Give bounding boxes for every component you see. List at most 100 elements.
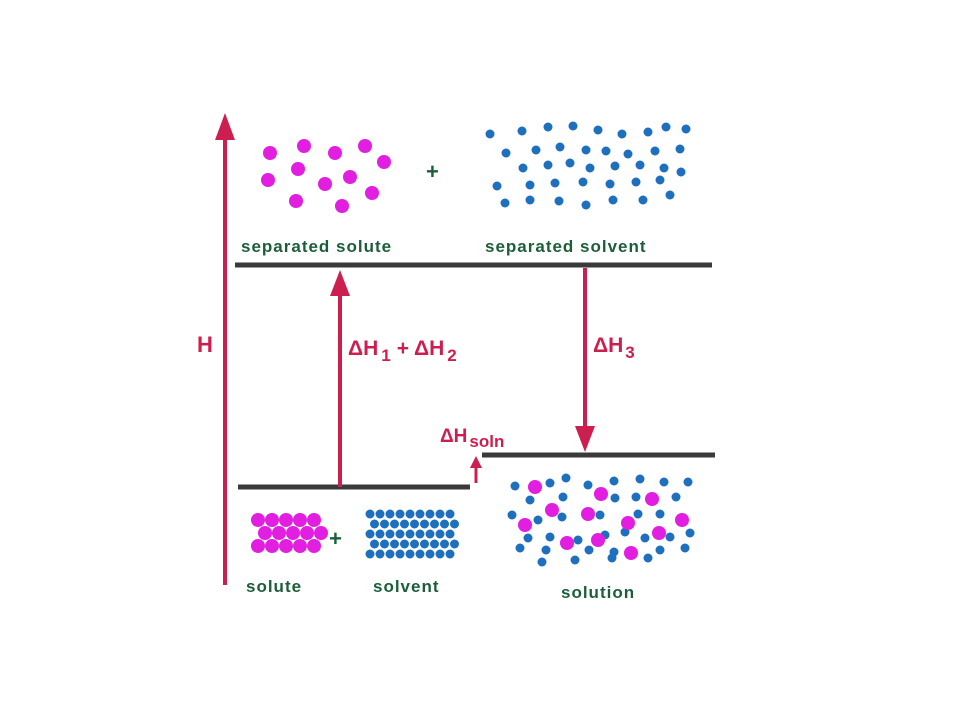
solute-particle [365, 186, 379, 200]
solute-particle [307, 513, 321, 527]
solvent-particle [485, 129, 495, 139]
solvent-particle [631, 177, 641, 187]
solute-particle [293, 539, 307, 553]
solvent-particle [390, 519, 399, 529]
solvent-particle [525, 195, 535, 205]
solvent-particle [501, 148, 511, 158]
solvent-particle [400, 519, 409, 529]
solvent-particle [405, 549, 415, 559]
solute-particle [261, 173, 275, 187]
solvent-particle [581, 200, 591, 210]
solvent-particle [430, 539, 439, 549]
solvent-particle [655, 509, 665, 519]
enthalpy-axis-label: H [197, 332, 213, 357]
solvent-particle [555, 142, 565, 152]
solvent-particle [545, 478, 555, 488]
solvent-particle [365, 529, 375, 539]
solute-particle [358, 139, 372, 153]
solute-particle [335, 199, 349, 213]
solvent-particle [543, 160, 553, 170]
solvent-particle [568, 121, 578, 131]
solvent-particle [435, 529, 445, 539]
solvent-particle [681, 124, 691, 134]
solute-particle [645, 492, 659, 506]
solvent-particle [570, 555, 580, 565]
solute-particle [581, 507, 595, 521]
solvent-particle [415, 549, 425, 559]
solvent-particle [405, 509, 415, 519]
solvent-particle [609, 476, 619, 486]
solute-particle [518, 518, 532, 532]
solute-particle [545, 503, 559, 517]
solvent-particle [640, 533, 650, 543]
solvent-particle [655, 545, 665, 555]
solute-particle [528, 480, 542, 494]
solvent-particle [395, 509, 405, 519]
separated-solute-label: separated solute [241, 237, 392, 256]
solvent-particle [638, 195, 648, 205]
solute-particle [560, 536, 574, 550]
solute-particle [289, 194, 303, 208]
solute-particle [343, 170, 357, 184]
solvent-particle [450, 539, 459, 549]
solvent-particle [661, 122, 671, 132]
solvent-particle [643, 553, 653, 563]
solvent-particle [554, 196, 564, 206]
solvent-particle [533, 515, 543, 525]
solvent-particle [607, 553, 617, 563]
solvent-particle [420, 539, 429, 549]
solvent-particle [375, 549, 385, 559]
solute-label: solute [246, 577, 302, 596]
solvent-particle [623, 149, 633, 159]
solute-particle [265, 539, 279, 553]
solvent-particle [518, 163, 528, 173]
solvent-particle [385, 509, 395, 519]
solvent-particle [395, 529, 405, 539]
solvent-particle [557, 512, 567, 522]
solvent-particle [425, 509, 435, 519]
solvent-particle [585, 163, 595, 173]
solute-particle [293, 513, 307, 527]
solvent-particle [610, 161, 620, 171]
solvent-particle [683, 477, 693, 487]
solvent-particle [525, 180, 535, 190]
solute-particle [286, 526, 300, 540]
solvent-particle [385, 529, 395, 539]
solvent-particle [665, 190, 675, 200]
solution-label: solution [561, 583, 635, 602]
solvent-particle [578, 177, 588, 187]
solvent-particle [665, 532, 675, 542]
separated-solvent-label: separated solvent [485, 237, 647, 256]
solute-particle [300, 526, 314, 540]
solvent-particle [492, 181, 502, 191]
solvent-particle [523, 533, 533, 543]
solvent-particle [445, 529, 455, 539]
solvent-particle [507, 510, 517, 520]
solvent-particle [537, 557, 547, 567]
solute-particle [279, 539, 293, 553]
solvent-particle [435, 549, 445, 559]
solvent-particle [405, 529, 415, 539]
solvent-particle [370, 519, 379, 529]
solvent-label: solvent [373, 577, 440, 596]
solvent-particle [420, 519, 429, 529]
solvent-particle [583, 480, 593, 490]
solvent-particle [375, 529, 385, 539]
solute-particle [307, 539, 321, 553]
solvent-particle [380, 539, 389, 549]
separated-solute-particles [261, 139, 391, 213]
solvent-particle [410, 539, 419, 549]
solvent-particle [676, 167, 686, 177]
solvent-particle [525, 495, 535, 505]
solute-particle [251, 539, 265, 553]
solute-particle [258, 526, 272, 540]
plus-sign-bottom: + [329, 526, 342, 551]
solute-particle [652, 526, 666, 540]
solute-particle [377, 155, 391, 169]
solvent-particle [415, 509, 425, 519]
solvent-particle [608, 195, 618, 205]
solvent-particle [617, 129, 627, 139]
solvent-particle [671, 492, 681, 502]
